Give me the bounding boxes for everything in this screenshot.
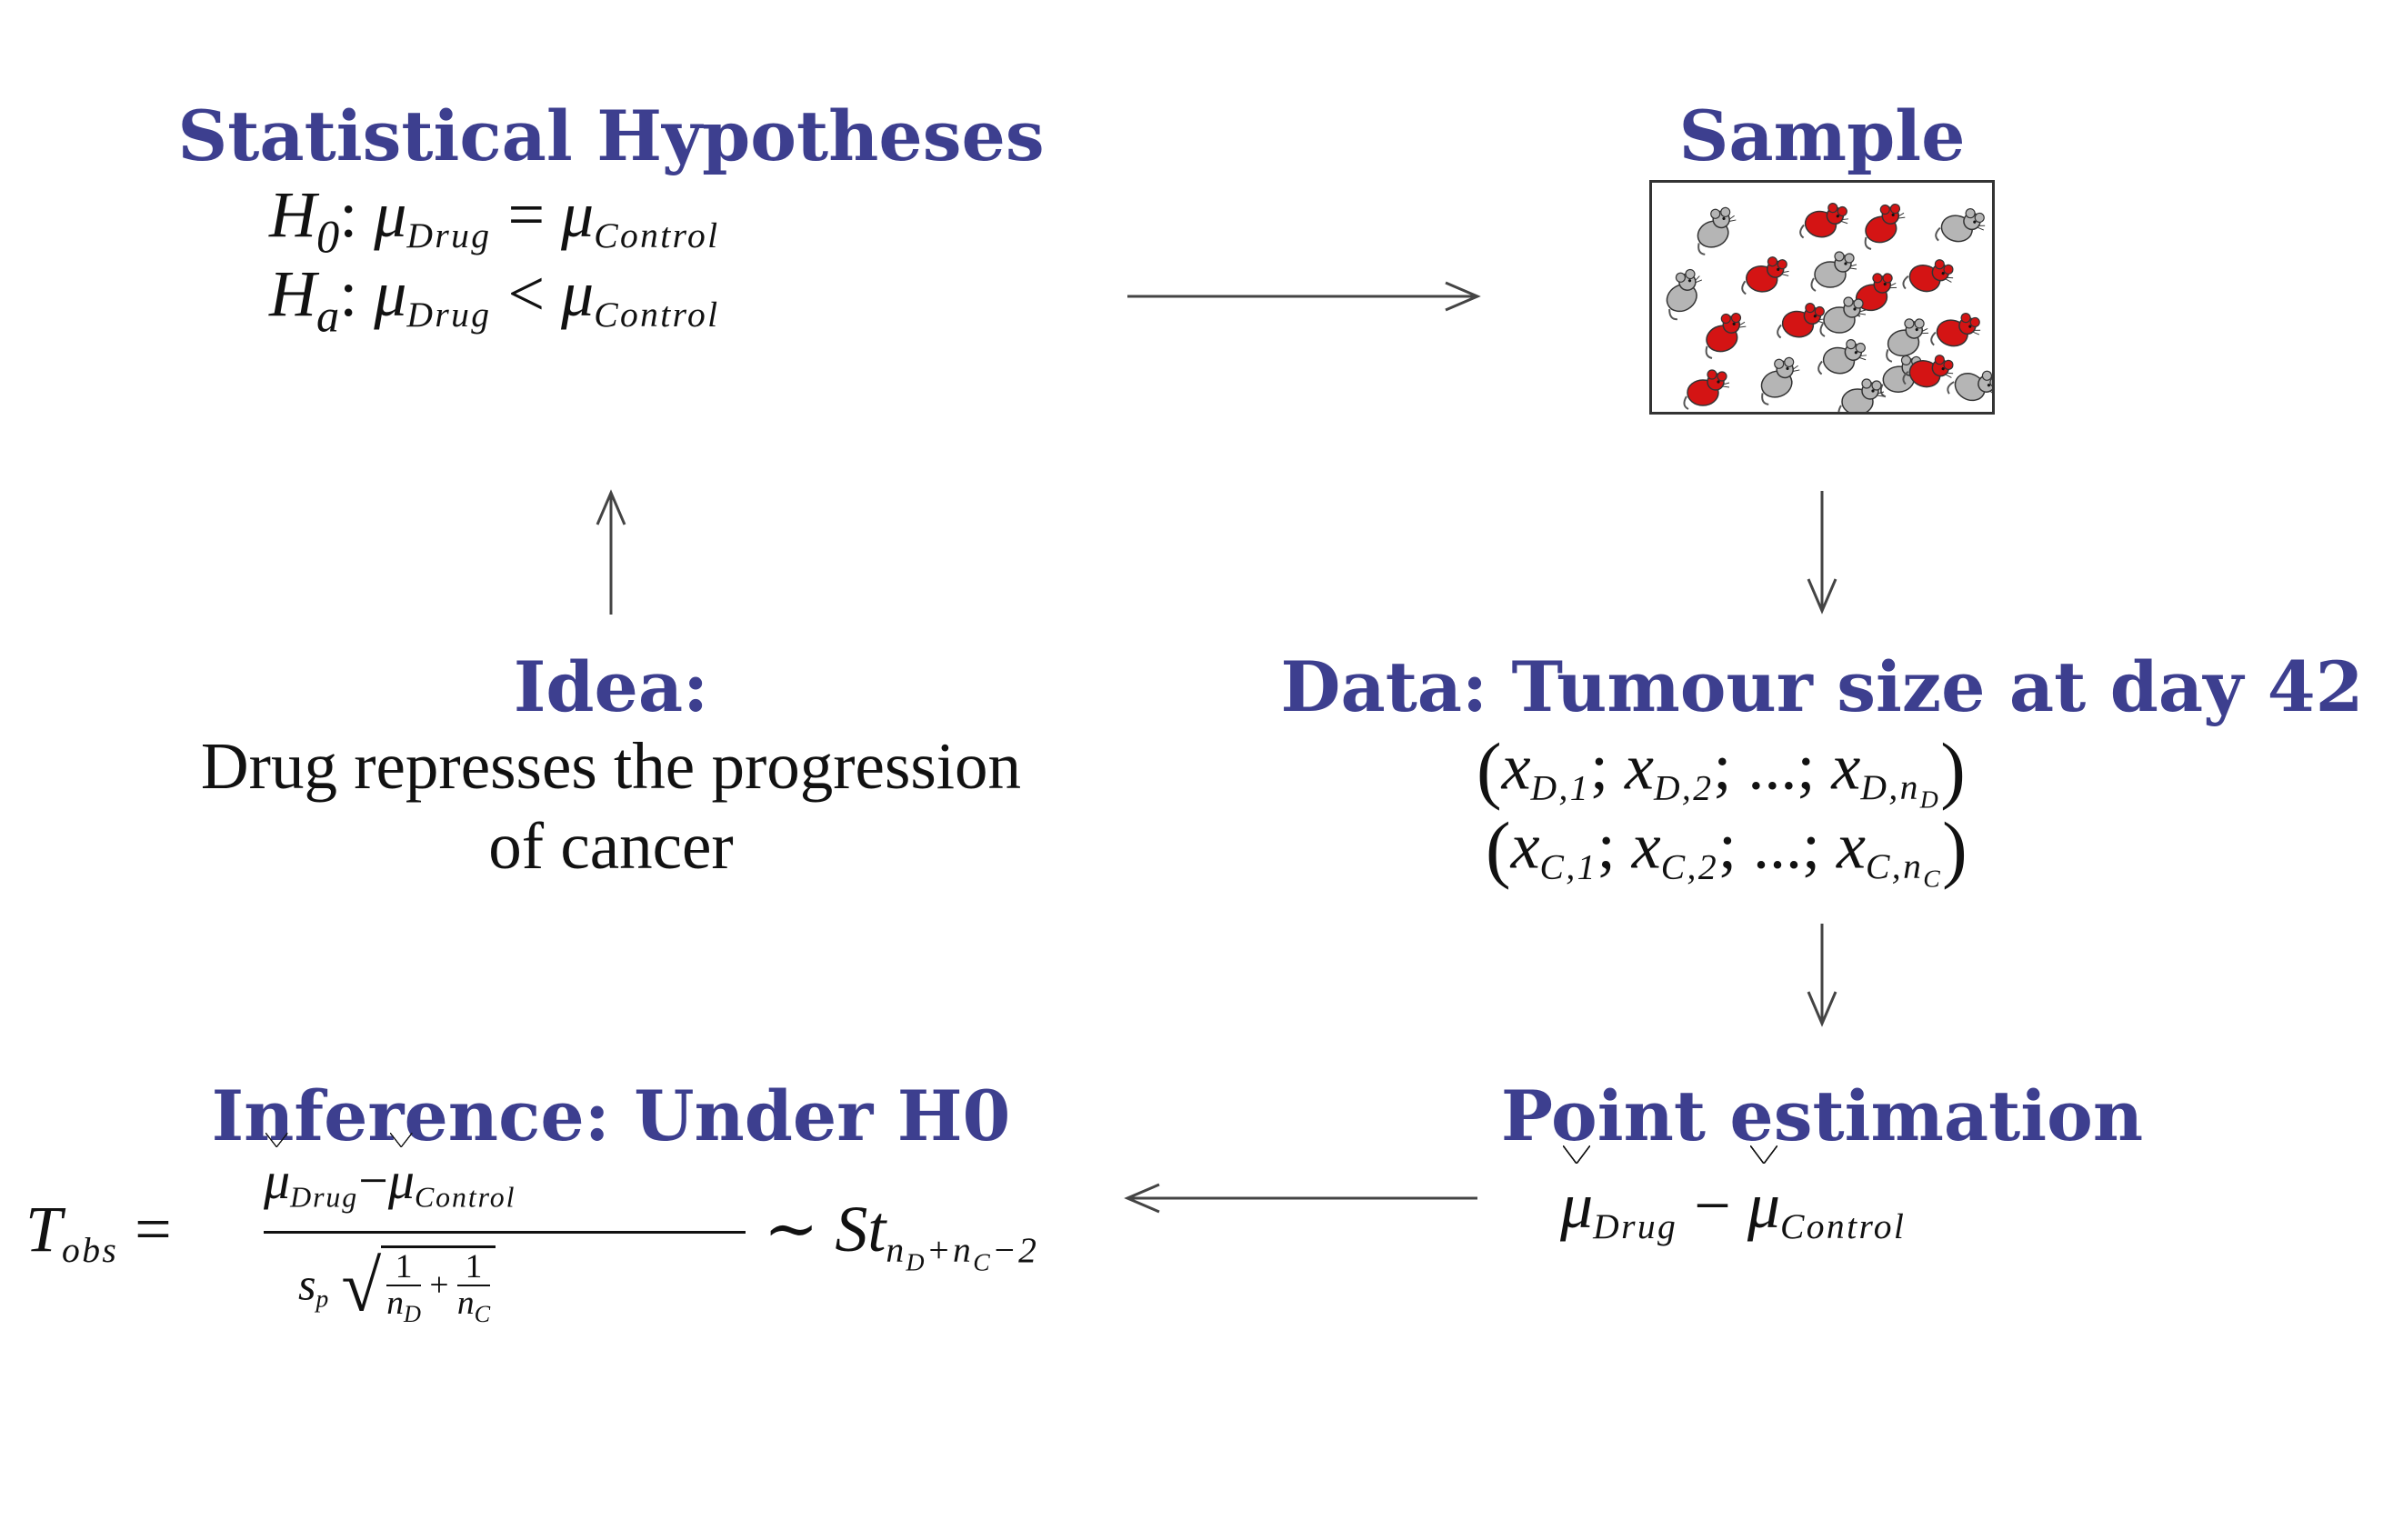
mouse-icon (1697, 206, 1737, 255)
mouse-icon (1902, 355, 1954, 388)
mouse-icon (1947, 370, 1992, 402)
sample-heading: Sample (1678, 95, 1966, 176)
mouse-icon (1705, 312, 1747, 359)
mouse-icon (1864, 203, 1906, 250)
mouse-icon (1777, 303, 1827, 339)
point-estimation-heading: Point estimation (1500, 1075, 2144, 1156)
mouse-icon (1902, 259, 1954, 293)
mouse-icon (1799, 203, 1849, 239)
point-estimate-formula: μDrug − μControl (1560, 1145, 1907, 1246)
mouse-icon (1935, 208, 1986, 243)
mouse-icon (1666, 268, 1703, 321)
mice-sample-image (1649, 180, 1995, 415)
idea-heading: Idea: (513, 646, 709, 727)
mouse-icon (1817, 339, 1867, 375)
alternative-hypothesis: Ha: μDrug < μControl (269, 257, 720, 342)
data-drug-sample: (xD,1; xD,2; ...; xD,nD) (1477, 727, 1966, 814)
mouse-icon (1930, 313, 1981, 347)
data-control-sample: (xC,1; xC,2; ...; xC,nC) (1486, 806, 1967, 893)
mouse-icon (1837, 378, 1885, 412)
idea-line-2: of cancer (488, 809, 734, 883)
data-heading: Data: Tumour size at day 42 (1280, 646, 2364, 727)
mouse-icon (1683, 369, 1730, 410)
mouse-icon (1741, 256, 1789, 295)
mouse-icon (1886, 318, 1929, 363)
idea-line-1: Drug represses the progression (200, 729, 1022, 803)
null-hypothesis: H0: μDrug = μControl (269, 178, 720, 263)
mouse-icon (1810, 251, 1857, 292)
mouse-icon (1819, 296, 1867, 337)
fraction-bar (264, 1231, 746, 1234)
inference-heading: Inference: Under H0 (211, 1075, 1011, 1156)
mouse-icon (1760, 356, 1800, 405)
hypotheses-heading: Statistical Hypotheses (177, 95, 1045, 176)
